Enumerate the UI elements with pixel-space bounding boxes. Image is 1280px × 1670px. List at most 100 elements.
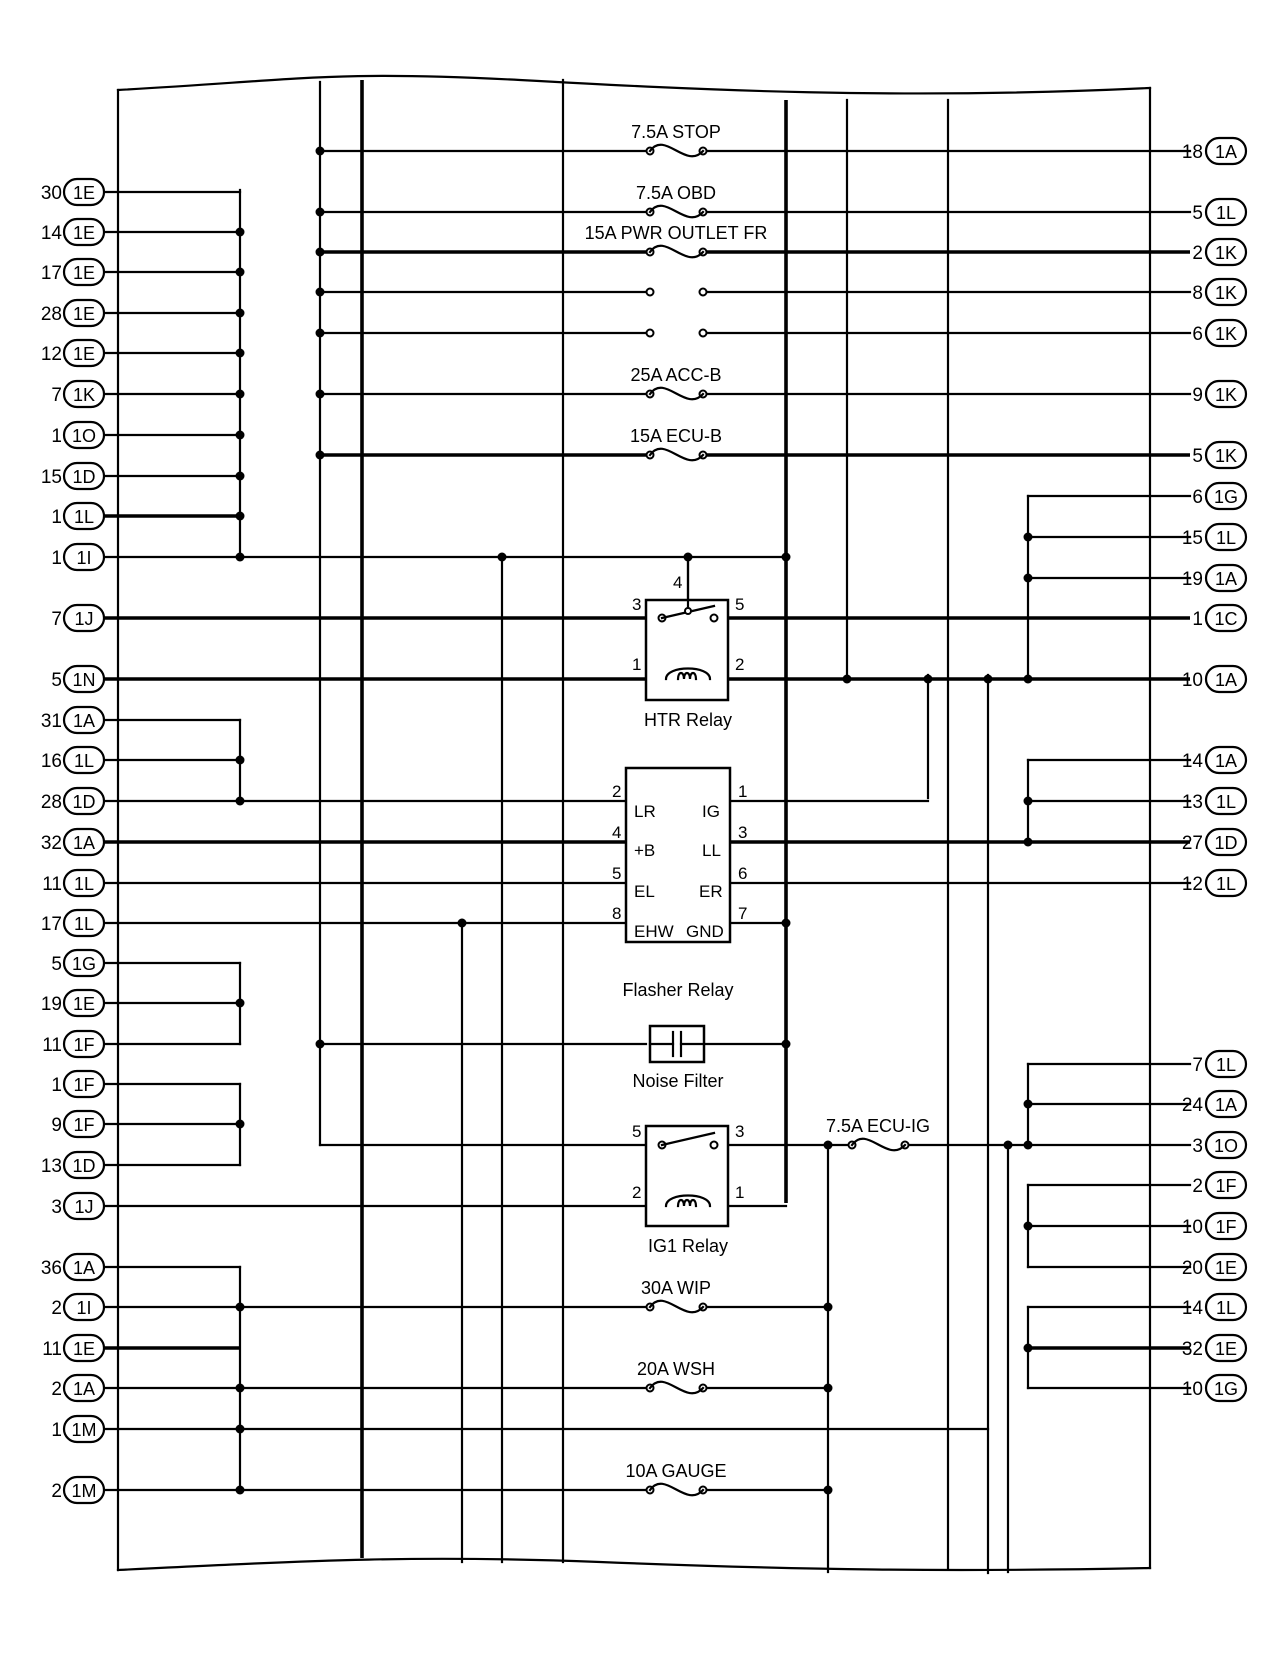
connector-pin-number: 10 xyxy=(1182,1217,1203,1238)
connector-oval xyxy=(62,908,106,938)
open-contact-1 xyxy=(645,287,708,297)
left-connector-1-1m: 1 1M xyxy=(51,1414,106,1444)
connector-pin-number: 3 xyxy=(51,1197,62,1218)
connector-pin-number: 6 xyxy=(1192,487,1203,508)
connector-oval xyxy=(62,988,106,1018)
connector-oval xyxy=(62,1109,106,1139)
connector-id: 1E xyxy=(1215,1339,1237,1359)
connector-id: 1J xyxy=(74,1197,93,1217)
connector-oval xyxy=(62,501,106,531)
connector-oval xyxy=(1204,1089,1248,1119)
htr-pin-5: 5 xyxy=(735,595,744,614)
connector-id: 1E xyxy=(73,263,95,283)
fuse-wip-symbol xyxy=(645,1299,708,1314)
right-connector-6-1g: 6 1G xyxy=(1192,481,1248,511)
fuse-label-pwr-outlet: 15A PWR OUTLET FR xyxy=(585,223,768,243)
fuse-label-acc-b: 25A ACC-B xyxy=(630,365,721,385)
fuse-ecu-b-symbol xyxy=(645,447,708,462)
ig1-pin-3: 3 xyxy=(735,1122,744,1141)
connector-pin-number: 2 xyxy=(1192,1176,1203,1197)
connector-oval xyxy=(62,1069,106,1099)
connector-id: 1K xyxy=(1215,324,1237,344)
fuse-obd-symbol xyxy=(645,204,708,219)
connector-oval xyxy=(62,338,106,368)
junction-dots xyxy=(235,146,1033,1495)
flasher-pin-label-gnd: GND xyxy=(686,922,724,941)
connector-pin-number: 18 xyxy=(1182,142,1203,163)
connector-id: 1M xyxy=(71,1420,96,1440)
connector-pin-number: 14 xyxy=(41,223,63,244)
connector-id: 1G xyxy=(1214,1379,1238,1399)
flasher-pin-num-8: 8 xyxy=(612,904,621,923)
connector-id: 1F xyxy=(73,1115,94,1135)
connector-oval xyxy=(62,1029,106,1059)
connector-pin-number: 15 xyxy=(1182,528,1203,549)
connector-pin-number: 19 xyxy=(1182,569,1203,590)
connector-id: 1O xyxy=(1214,1136,1238,1156)
connector-pin-number: 28 xyxy=(41,304,62,325)
ig1-pin-5: 5 xyxy=(632,1122,641,1141)
connector-id: 1A xyxy=(73,833,95,853)
connector-id: 1G xyxy=(1214,487,1238,507)
fuse-ecu-ig-symbol xyxy=(847,1137,910,1152)
connector-oval xyxy=(1204,197,1248,227)
connector-id: 1A xyxy=(1215,751,1237,771)
connector-id: 1E xyxy=(73,183,95,203)
htr-relay-label: HTR Relay xyxy=(644,710,732,730)
flasher-pin-num-1: 1 xyxy=(738,782,747,801)
connector-id: 1E xyxy=(73,994,95,1014)
connector-pin-number: 1 xyxy=(51,548,62,569)
connector-pin-number: 2 xyxy=(51,1298,62,1319)
connector-oval xyxy=(1204,1333,1248,1363)
connector-oval xyxy=(1204,786,1248,816)
connector-oval xyxy=(1204,664,1248,694)
connector-oval xyxy=(62,827,106,857)
connector-oval xyxy=(1204,868,1248,898)
connector-id: 1F xyxy=(73,1075,94,1095)
vertical-buses xyxy=(238,78,1010,1575)
connector-pin-number: 27 xyxy=(1182,833,1203,854)
fuse-labels: 7.5A STOP 7.5A OBD 15A PWR OUTLET FR 25A… xyxy=(585,122,930,1481)
htr-pin-4: 4 xyxy=(673,573,682,592)
connector-oval xyxy=(1204,1170,1248,1200)
connector-id: 1L xyxy=(74,751,94,771)
connector-pin-number: 11 xyxy=(42,874,62,895)
htr-pin-2: 2 xyxy=(735,655,744,674)
connector-id: 1K xyxy=(1215,385,1237,405)
connector-oval xyxy=(62,1475,106,1505)
flasher-pin-label-lr: LR xyxy=(634,802,656,821)
connector-oval xyxy=(62,786,106,816)
flasher-pin-label-ehw: EHW xyxy=(634,922,674,941)
flasher-pin-num-7: 7 xyxy=(738,904,747,923)
htr-pin-3: 3 xyxy=(632,595,641,614)
connector-id: 1E xyxy=(73,223,95,243)
connector-oval xyxy=(62,177,106,207)
connector-id: 1A xyxy=(73,711,95,731)
connector-id: 1A xyxy=(1215,142,1237,162)
fuse-acc-b-symbol xyxy=(645,386,708,401)
connector-id: 1E xyxy=(73,1339,95,1359)
fuse-stop-symbol xyxy=(645,143,708,158)
connector-oval xyxy=(62,1333,106,1363)
left-connector-1-1f: 1 1F xyxy=(51,1069,106,1099)
fuse-label-ecu-ig: 7.5A ECU-IG xyxy=(826,1116,930,1136)
connector-pin-number: 1 xyxy=(51,1075,62,1096)
connector-pin-number: 1 xyxy=(51,1420,62,1441)
connector-pin-number: 1 xyxy=(51,426,62,447)
open-contact-2 xyxy=(645,328,708,338)
